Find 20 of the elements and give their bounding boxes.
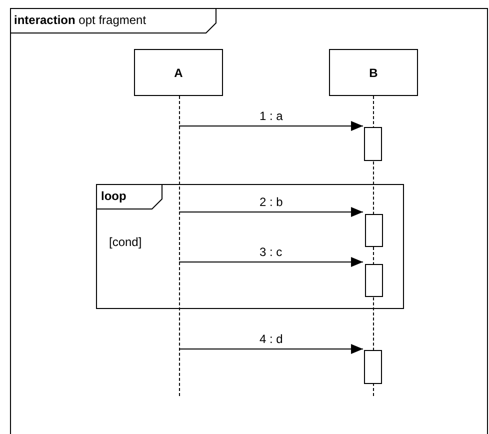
lifeline-head: A xyxy=(134,49,223,96)
activation-bar xyxy=(365,264,383,297)
message-label: 3 : c xyxy=(258,245,284,259)
message-label: 2 : b xyxy=(258,195,285,209)
interaction-frame xyxy=(10,8,488,434)
message-arrow xyxy=(178,344,364,354)
fragment-operator: loop xyxy=(101,189,126,203)
activation-bar xyxy=(364,127,382,161)
message-arrow xyxy=(178,121,364,131)
message-label: 1 : a xyxy=(258,109,285,123)
message-arrow xyxy=(178,257,364,267)
message-label: 4 : d xyxy=(258,332,285,346)
lifeline xyxy=(179,96,180,396)
frame-title: interaction opt fragment xyxy=(14,13,146,27)
guard-condition: [cond] xyxy=(109,235,142,249)
activation-bar xyxy=(365,214,383,247)
activation-bar xyxy=(364,350,382,384)
message-arrow xyxy=(178,207,364,217)
lifeline-head: B xyxy=(329,49,418,96)
loop-fragment xyxy=(96,184,404,309)
